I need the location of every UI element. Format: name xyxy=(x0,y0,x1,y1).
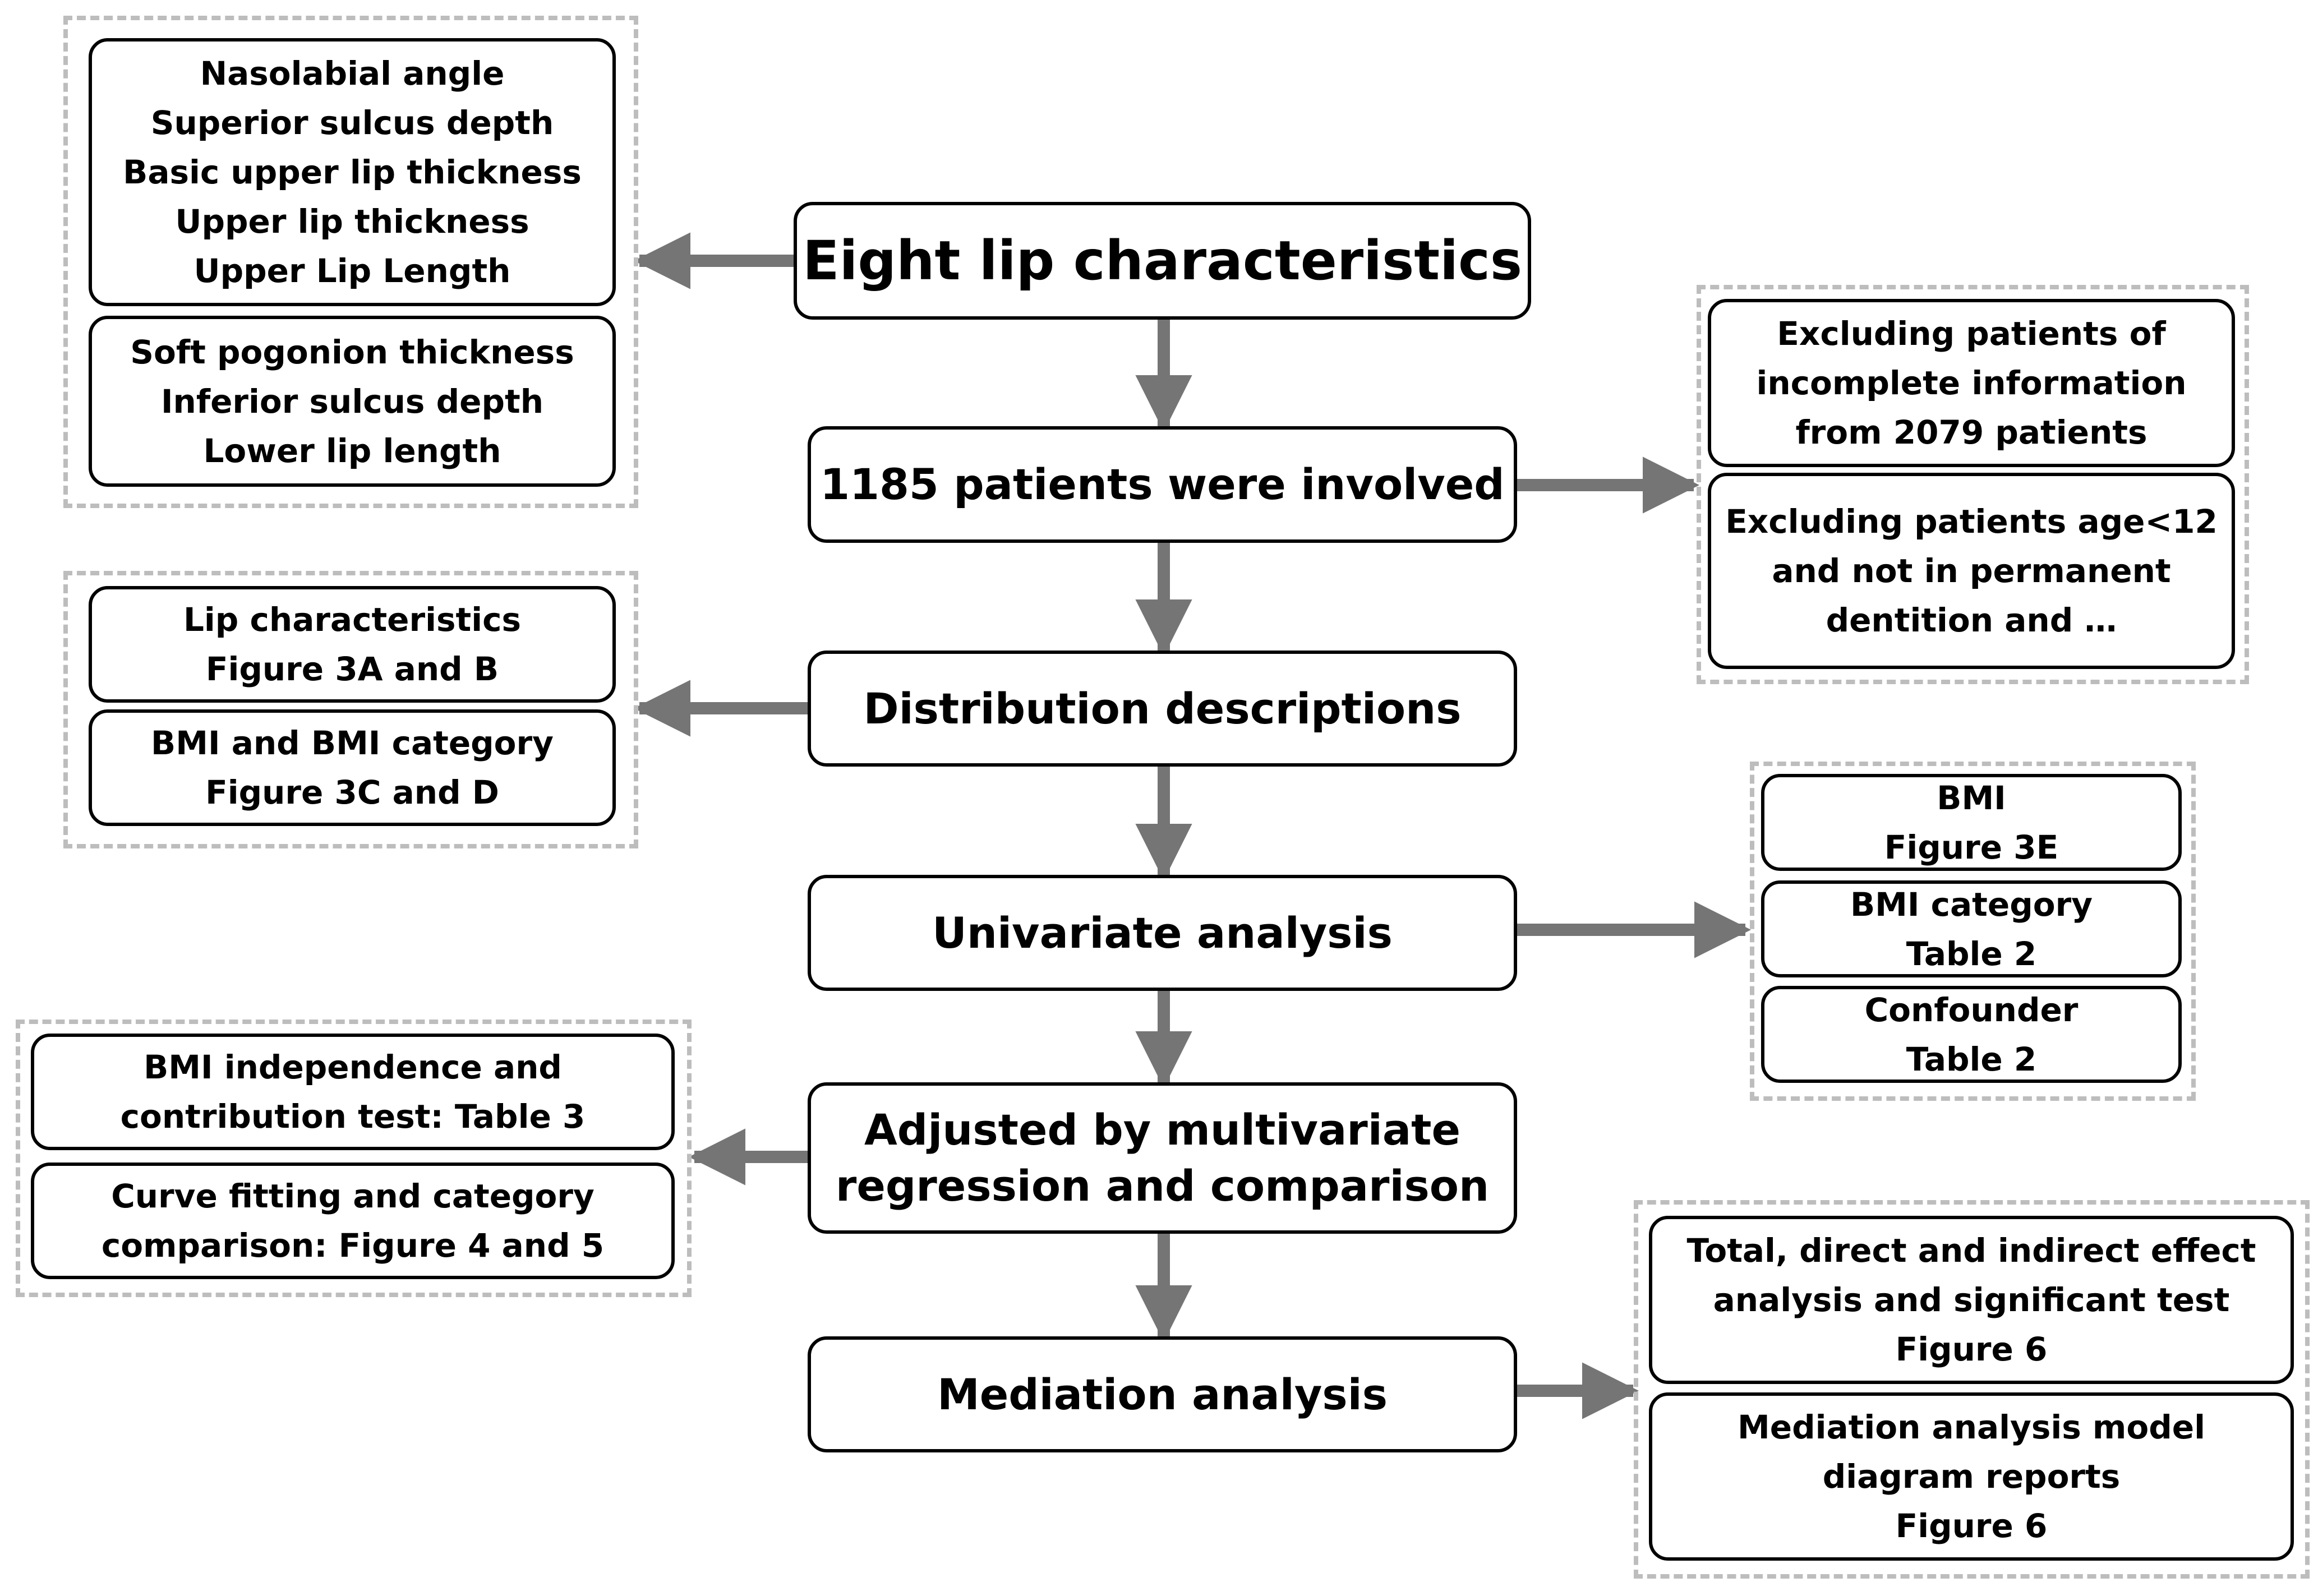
mediation-model-box: Mediation analysis model diagram reports… xyxy=(1649,1392,2294,1561)
univariate-confounder-line-2: Table 2 xyxy=(1906,1040,2037,1078)
upper-lip-measures-box: Nasolabial angle Superior sulcus depth B… xyxy=(89,38,616,306)
lip-characteristics-group xyxy=(63,16,638,508)
eight-lip-characteristics-box: Eight lip characteristics xyxy=(794,202,1531,320)
effects-analysis-line-1: Total, direct and indirect effect xyxy=(1686,1231,2256,1270)
bmi-independence-line-1: BMI independence and xyxy=(144,1048,562,1086)
exclusion-age-line-2: and not in permanent xyxy=(1772,552,2171,590)
effects-analysis-line-2: analysis and significant test xyxy=(1713,1281,2230,1319)
eight-lip-characteristics-text: Eight lip characteristics xyxy=(802,229,1523,292)
patients-involved-box: 1185 patients were involved xyxy=(808,426,1517,543)
exclusion-incomplete-box: Excluding patients of incomplete informa… xyxy=(1708,299,2235,467)
upper-lip-measure-5: Upper Lip Length xyxy=(193,252,511,290)
univariate-analysis-box: Univariate analysis xyxy=(808,875,1517,991)
mediation-analysis-box: Mediation analysis xyxy=(808,1336,1517,1452)
adjusted-multivariate-line-2: regression and comparison xyxy=(835,1161,1490,1211)
upper-lip-measure-1: Nasolabial angle xyxy=(200,54,505,93)
upper-lip-measure-2: Superior sulcus depth xyxy=(150,104,554,142)
multivariate-group xyxy=(16,1020,692,1297)
univariate-category-line-1: BMI category xyxy=(1850,885,2093,924)
bmi-category-figure-box: BMI and BMI category Figure 3C and D xyxy=(89,709,616,826)
upper-lip-measure-4: Upper lip thickness xyxy=(175,202,529,241)
curve-fitting-line-2: comparison: Figure 4 and 5 xyxy=(101,1226,605,1265)
lip-characteristics-figure-line-1: Lip characteristics xyxy=(183,601,522,639)
exclusion-age-box: Excluding patients age<12 and not in per… xyxy=(1708,473,2235,669)
univariate-confounder-box: Confounder Table 2 xyxy=(1761,986,2182,1083)
exclusion-incomplete-line-3: from 2079 patients xyxy=(1795,413,2148,451)
patients-involved-text: 1185 patients were involved xyxy=(820,459,1505,509)
univariate-bmi-line-2: Figure 3E xyxy=(1884,828,2059,866)
univariate-bmi-box: BMI Figure 3E xyxy=(1761,774,2182,871)
exclusion-age-line-1: Excluding patients age<12 xyxy=(1725,502,2218,541)
univariate-bmi-line-1: BMI xyxy=(1937,778,2006,817)
mediation-group xyxy=(1634,1200,2310,1579)
exclusion-incomplete-line-2: incomplete information xyxy=(1756,364,2187,402)
distribution-descriptions-text: Distribution descriptions xyxy=(863,683,1462,734)
exclusion-age-line-3: dentition and … xyxy=(1826,601,2117,639)
bmi-category-figure-line-1: BMI and BMI category xyxy=(151,724,554,762)
univariate-group xyxy=(1750,762,2196,1101)
adjusted-multivariate-box: Adjusted by multivariate regression and … xyxy=(808,1082,1517,1234)
effects-analysis-line-3: Figure 6 xyxy=(1895,1330,2048,1368)
upper-lip-measure-3: Basic upper lip thickness xyxy=(123,153,582,191)
distribution-group xyxy=(63,571,638,848)
exclusion-incomplete-line-1: Excluding patients of xyxy=(1777,315,2166,353)
mediation-model-line-1: Mediation analysis model xyxy=(1738,1408,2205,1446)
exclusion-group xyxy=(1697,285,2249,684)
lower-lip-measure-3: Lower lip length xyxy=(203,431,501,470)
univariate-category-box: BMI category Table 2 xyxy=(1761,880,2182,977)
bmi-independence-box: BMI independence and contribution test: … xyxy=(31,1034,675,1150)
univariate-analysis-text: Univariate analysis xyxy=(932,907,1393,958)
effects-analysis-box: Total, direct and indirect effect analys… xyxy=(1649,1216,2294,1384)
curve-fitting-box: Curve fitting and category comparison: F… xyxy=(31,1163,675,1279)
univariate-category-line-2: Table 2 xyxy=(1906,934,2037,973)
mediation-model-line-3: Figure 6 xyxy=(1895,1507,2048,1545)
univariate-confounder-line-1: Confounder xyxy=(1864,990,2079,1029)
bmi-independence-line-2: contribution test: Table 3 xyxy=(120,1097,586,1136)
mediation-analysis-text: Mediation analysis xyxy=(937,1369,1388,1419)
lip-characteristics-figure-line-2: Figure 3A and B xyxy=(205,650,499,688)
bmi-category-figure-line-2: Figure 3C and D xyxy=(205,773,499,811)
distribution-descriptions-box: Distribution descriptions xyxy=(808,651,1517,767)
adjusted-multivariate-line-1: Adjusted by multivariate xyxy=(864,1105,1460,1155)
curve-fitting-line-1: Curve fitting and category xyxy=(111,1177,595,1215)
lower-lip-measure-1: Soft pogonion thickness xyxy=(130,333,574,371)
mediation-model-line-2: diagram reports xyxy=(1822,1457,2121,1496)
lower-lip-measures-box: Soft pogonion thickness Inferior sulcus … xyxy=(89,316,616,487)
lip-characteristics-figure-box: Lip characteristics Figure 3A and B xyxy=(89,586,616,703)
lower-lip-measure-2: Inferior sulcus depth xyxy=(160,382,544,421)
